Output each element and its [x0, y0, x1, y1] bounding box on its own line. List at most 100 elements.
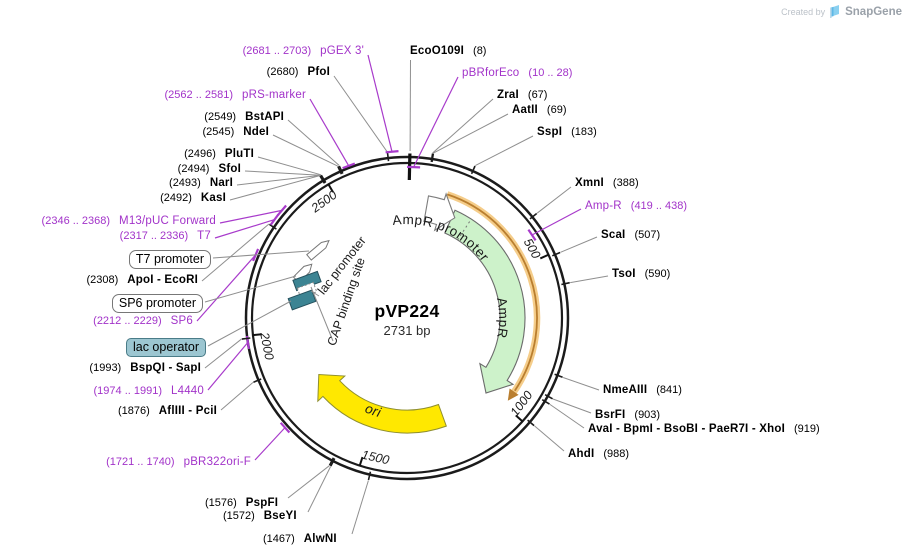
watermark-brand: SnapGene: [845, 5, 902, 18]
pbr322ori-f-leader-line: [254, 427, 286, 461]
ori-feature-arrow: [317, 373, 447, 434]
apoi-ecori-name: ApoI - EcoRI: [127, 274, 198, 286]
pfoi-name: PfoI: [307, 66, 330, 78]
ecoo109i-name: EcoO109I: [410, 45, 465, 57]
pbrforeco-position: (10 .. 28): [528, 67, 573, 79]
pgex-3-primer-dash: [385, 150, 399, 154]
pbrforeco-name: pBRforEco: [462, 67, 520, 79]
pluti-site-tick: [320, 174, 327, 183]
orange-feature-arrowhead: [507, 388, 519, 401]
apoi-ecori-site-label: (2308)ApoI - EcoRI: [86, 273, 198, 288]
bspqi-sapi-site-label: (1993)BspQI - SapI: [89, 361, 201, 376]
pspfi-position: (1576): [205, 497, 237, 509]
alwni-name: AlwNI: [303, 533, 337, 545]
tsoi-site-tick: [561, 281, 570, 286]
bspqi-sapi-site-tick: [241, 337, 251, 340]
aatii-name: AatII: [512, 104, 538, 116]
zrai-site-label: ZraI(67): [497, 88, 547, 103]
tsoi-position: (590): [644, 268, 671, 280]
t7-leader-line: [214, 219, 275, 239]
xmni-site-label: XmnI(388): [575, 176, 639, 191]
aatii-site-label: AatII(69): [512, 103, 566, 118]
cap-binding-site-leader: [310, 286, 334, 342]
afliii-pcii-position: (1876): [118, 405, 150, 417]
pgex-3-leader-line: [367, 54, 393, 152]
plasmid-name: pVP224: [374, 301, 440, 321]
bspqi-sapi-leader-line: [204, 338, 242, 369]
avai-multi-position: (919): [794, 423, 820, 435]
bseyi-leader-line: [307, 466, 332, 513]
avai-multi-leader-line: [549, 403, 585, 429]
sp6-promoter-boxed-label: SP6 promoter: [111, 294, 203, 313]
nari-position: (2493): [169, 177, 201, 189]
l4440-name: L4440: [171, 385, 204, 397]
pspfi-site-label: (1576)PspFI: [205, 496, 278, 511]
ahdi-site-tick: [527, 419, 535, 427]
prs-marker-name: pRS-marker: [242, 89, 306, 101]
pgex-3-position: (2681 .. 2703): [242, 45, 312, 57]
m13-puc-forward-site-label: (2346 .. 2368)M13/pUC Forward: [42, 214, 216, 229]
ahdi-leader-line: [534, 425, 565, 452]
tsoi-leader-line: [570, 275, 609, 284]
amp-r-leader-line: [531, 208, 582, 236]
ndei-name: NdeI: [243, 126, 269, 138]
scale-tick-2500: [327, 183, 334, 193]
tsoi-name: TsoI: [612, 268, 636, 280]
amp-r-name: Amp-R: [585, 200, 622, 212]
amp-r-position: (419 .. 438): [630, 200, 688, 212]
lac-operator-box: [287, 289, 317, 311]
sp6-promoter-leader-line: [204, 275, 297, 303]
ndei-position: (2545): [202, 126, 235, 138]
m13-puc-forward-primer-dash: [276, 204, 287, 217]
scale-label-1500: 1500: [360, 448, 390, 468]
watermark-created-by: Created by: [781, 6, 826, 17]
ampr-boundary-dotted-line: [457, 218, 472, 241]
xmni-name: XmnI: [575, 177, 604, 189]
sp6-site-label: (2212 .. 2229) SP6: [93, 314, 193, 329]
ahdi-position: (988): [603, 448, 630, 460]
ampr-curved-label: AmpR: [494, 296, 511, 339]
l4440-position: (1974 .. 1991): [93, 385, 163, 397]
plasmid-size: 2731 bp: [383, 323, 431, 338]
sp6-position: (2212 .. 2229): [93, 315, 162, 327]
afliii-pcii-site-label: (1876)AflIII - PciI: [118, 404, 217, 419]
apoi-ecori-site-tick: [268, 223, 277, 230]
t7-promoter-arrow: [306, 239, 330, 261]
ndei-site-label: (2545) NdeI: [202, 125, 269, 140]
watermark: Created by SnapGene: [781, 5, 902, 18]
nari-leader-line: [236, 174, 321, 186]
bseyi-position: (1572): [223, 510, 255, 522]
prs-marker-position: (2562 .. 2581): [164, 89, 234, 101]
avai-multi-site-label: AvaI - BpmI - BsoBI - PaeR7I - XhoI(919): [588, 422, 820, 437]
nmeaiii-name: NmeAIII: [603, 384, 648, 396]
ecoo109i-position: (8): [473, 45, 487, 57]
t7-promoter-boxed-label: T7 promoter: [128, 250, 211, 269]
scale-tick-1000: [515, 414, 524, 423]
sspi-site-tick: [470, 165, 476, 175]
bstapi-position: (2549): [204, 111, 237, 123]
pbrforeco-leader-line: [413, 76, 459, 168]
bsrfi-site-tick: [544, 393, 553, 400]
ndei-site-tick: [337, 166, 343, 175]
nari-name: NarI: [209, 177, 233, 189]
sspi-site-label: SspI(183): [537, 125, 597, 140]
bstapi-site-label: (2549) BstAPI: [204, 110, 284, 125]
scai-site-label: ScaI(507): [601, 228, 660, 243]
sp6-name: SP6: [170, 315, 193, 327]
pgex-3-site-label: (2681 .. 2703)pGEX 3': [243, 44, 364, 59]
zrai-position: (67): [527, 89, 548, 101]
backbone-inner-ring: [250, 161, 564, 475]
pluti-name: PluTI: [224, 148, 254, 160]
bstapi-site-tick: [338, 165, 344, 174]
lac-promoter-leader: [310, 290, 320, 297]
backbone-outer-ring: [244, 155, 570, 481]
m13-puc-forward-leader-line: [219, 209, 283, 224]
bsrfi-position: (903): [634, 409, 661, 421]
scai-name: ScaI: [601, 229, 626, 241]
kasi-leader-line: [229, 175, 320, 201]
pluti-site-label: (2496)PluTI: [184, 147, 254, 162]
bstapi-name: BstAPI: [245, 111, 284, 123]
scale-label-2500: 2500: [308, 188, 340, 216]
